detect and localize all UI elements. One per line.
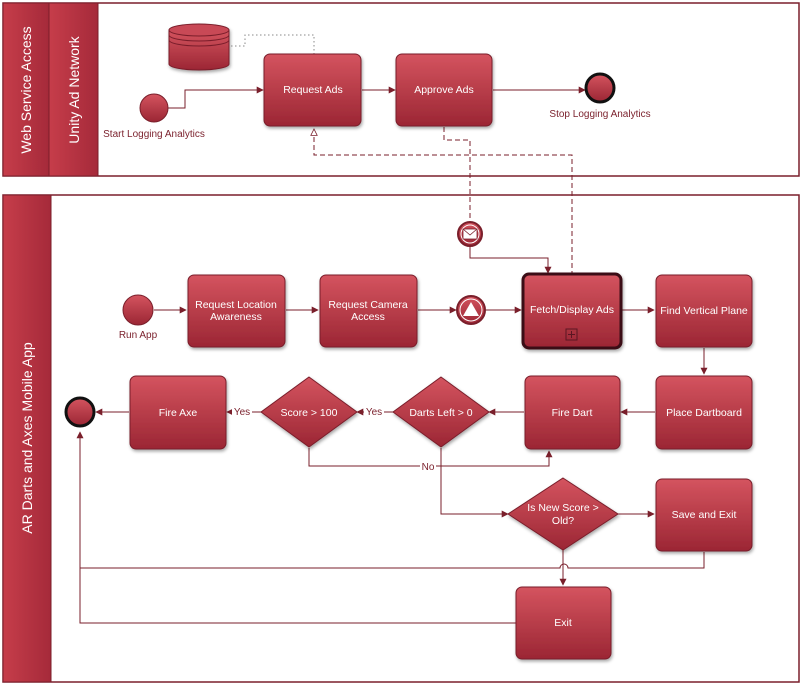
task-request-ads: Request Ads [263, 53, 362, 127]
fire-dart-label: Fire Dart [552, 407, 593, 419]
pool-title-web-service: Web Service Access [18, 26, 34, 153]
task-fire-dart: Fire Dart [524, 375, 621, 450]
flow-label-yes-score: Yes [366, 407, 382, 418]
end-event-logging: Stop Logging Analytics [549, 72, 651, 120]
request-camera-label-1: Request Camera [328, 299, 408, 311]
message-event-icon [457, 221, 483, 247]
request-location-label-2: Awareness [210, 311, 262, 323]
stop-logging-label: Stop Logging Analytics [549, 109, 650, 120]
lane-title-unity-ad: Unity Ad Network [66, 35, 82, 143]
save-and-exit-label: Save and Exit [672, 509, 737, 521]
task-exit: Exit [515, 586, 612, 660]
approve-ads-label: Approve Ads [414, 84, 474, 96]
sequence-flows [76, 86, 708, 624]
start-logging-label: Start Logging Analytics [103, 129, 205, 140]
flow-label-yes-axe: Yes [234, 407, 250, 418]
request-camera-label-2: Access [351, 311, 385, 323]
signal-event-icon [456, 295, 486, 325]
request-location-label-1: Request Location [195, 299, 277, 311]
run-app-label: Run App [119, 330, 158, 341]
task-request-camera: Request Camera Access [319, 274, 418, 348]
task-place-dartboard: Place Dartboard [655, 375, 753, 450]
start-event-run-app: Run App [119, 294, 158, 341]
start-event-logging: Start Logging Analytics [103, 93, 205, 140]
new-score-label-1: Is New Score > [527, 502, 599, 514]
pool-web-service: Web Service Access Unity Ad Network [2, 2, 800, 177]
task-save-and-exit: Save and Exit [655, 478, 753, 552]
subprocess-fetch-display-ads: Fetch/Display Ads [521, 272, 623, 350]
request-ads-label: Request Ads [283, 84, 343, 96]
place-dartboard-label: Place Dartboard [666, 407, 742, 419]
pool-title-mobile-app: AR Darts and Axes Mobile App [19, 342, 35, 534]
darts-left-label: Darts Left > 0 [409, 407, 472, 419]
expand-icon [565, 328, 578, 341]
gateway-score-100: Score > 100 [260, 376, 358, 448]
gateway-new-score: Is New Score > Old? [507, 477, 619, 551]
fetch-display-ads-label: Fetch/Display Ads [530, 304, 614, 316]
fire-axe-label: Fire Axe [159, 407, 198, 419]
data-association [231, 34, 315, 55]
database-icon [168, 23, 230, 71]
exit-label: Exit [554, 617, 572, 629]
find-vertical-plane-label: Find Vertical Plane [660, 305, 748, 317]
task-request-location: Request Location Awareness [187, 274, 286, 348]
score-100-label: Score > 100 [281, 407, 338, 419]
gateway-darts-left: Darts Left > 0 [392, 376, 490, 448]
task-find-vertical-plane: Find Vertical Plane [655, 274, 753, 348]
message-flows [314, 127, 573, 276]
task-approve-ads: Approve Ads [395, 53, 493, 127]
new-score-label-2: Old? [552, 515, 574, 527]
end-event-app [64, 396, 96, 428]
flow-label-no: No [422, 462, 435, 473]
task-fire-axe: Fire Axe [129, 375, 227, 450]
